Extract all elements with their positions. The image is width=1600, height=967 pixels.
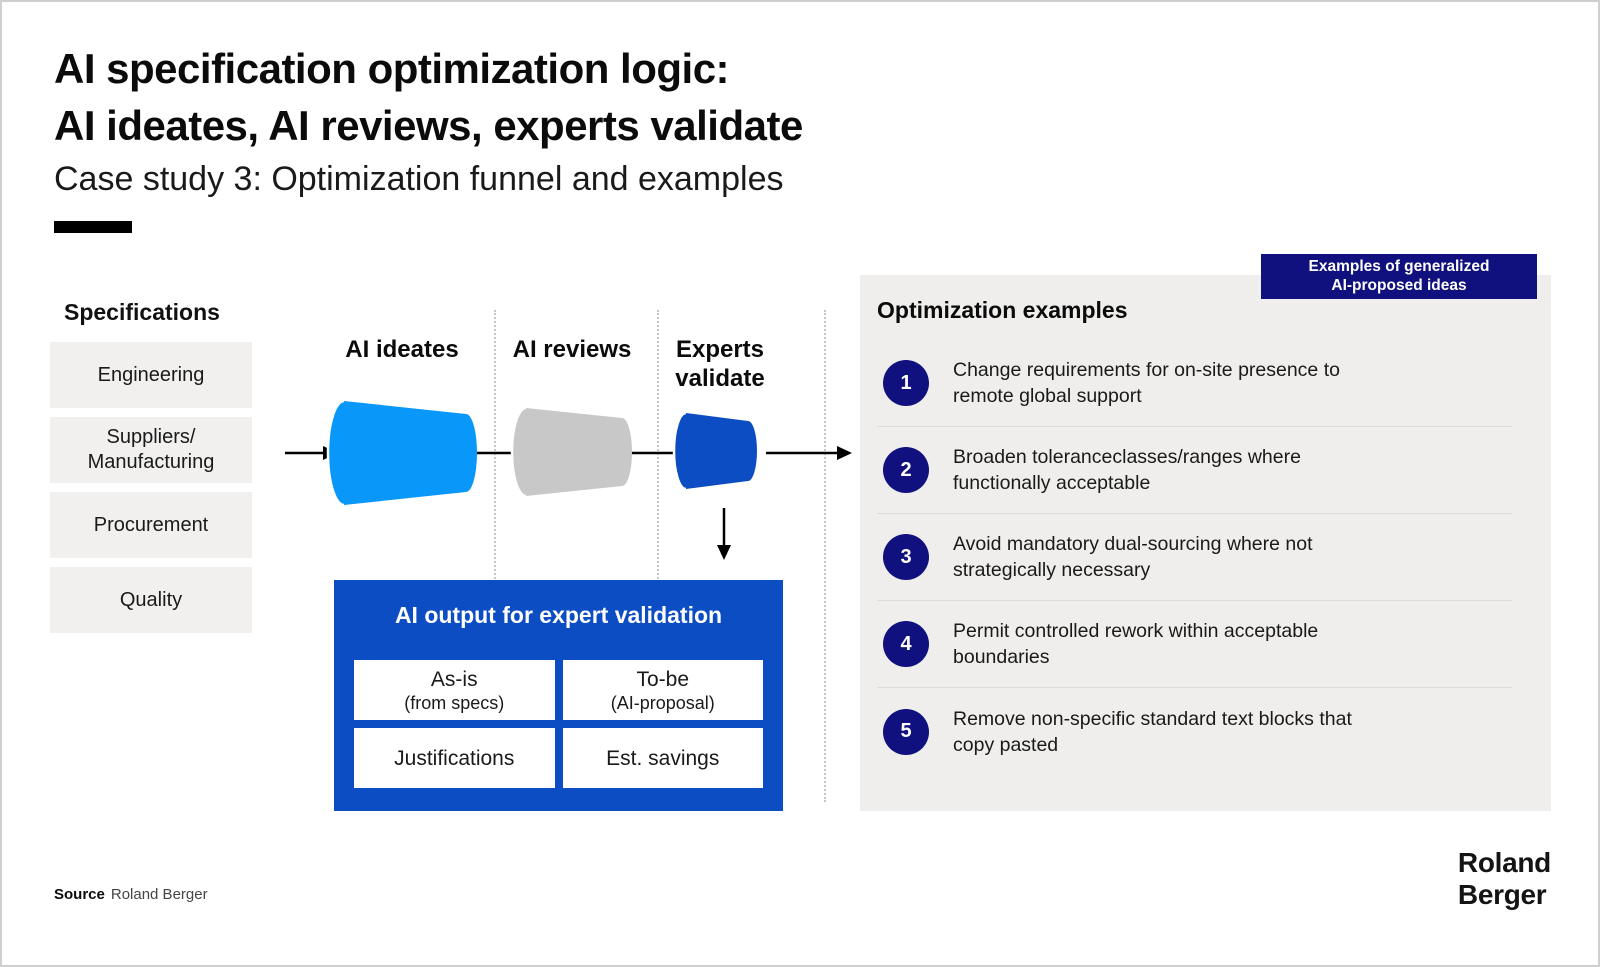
funnel-cone-experts-validate (674, 413, 757, 489)
optimization-examples-list: 1 Change requirements for on-site presen… (877, 340, 1512, 775)
example-text-2: Broaden toleranceclasses/ranges where fu… (953, 446, 1301, 494)
example-item-5: 5 Remove non-specific standard text bloc… (877, 688, 1512, 775)
output-cell-est-savings: Est. savings (562, 728, 763, 788)
title-underline-bar (54, 221, 132, 233)
example-number-badge-5: 5 (883, 708, 929, 755)
roland-berger-logo: Roland Berger (1457, 847, 1551, 910)
output-cell-as-is-subtitle: (from specs) (404, 692, 505, 713)
output-cell-to-be-subtitle: (AI-proposal) (610, 692, 715, 713)
optimization-examples-panel: Optimization examples 1 Change requireme… (860, 275, 1551, 811)
example-item-1: 1 Change requirements for on-site presen… (877, 340, 1512, 427)
output-cell-est-savings-title: Est. savings (606, 746, 720, 770)
dotted-separator-1 (494, 310, 496, 802)
funnel-cone-experts-validate-rim (672, 411, 687, 491)
funnel-stage1-label: AI ideates (345, 336, 459, 363)
spec-box-procurement: Procurement (50, 492, 252, 558)
example-number-badge-4: 4 (883, 621, 929, 667)
output-cell-as-is: As-is (from specs) (354, 660, 555, 720)
flow-arrowheads (323, 446, 852, 560)
example-text-4: Permit controlled rework within acceptab… (953, 620, 1319, 668)
dotted-separator-2 (657, 310, 659, 802)
optimization-examples-heading: Optimization examples (877, 297, 1128, 323)
ai-output-grid: As-is (from specs) To-be (AI-proposal) J… (354, 660, 763, 788)
output-cell-justifications-title: Justifications (394, 746, 515, 770)
specifications-heading: Specifications (64, 299, 220, 325)
ai-output-box-title: AI output for expert validation (394, 602, 723, 628)
source-note: Source Roland Berger (54, 886, 208, 903)
source-label: Source (54, 886, 105, 903)
example-number-badge-3: 3 (883, 534, 929, 580)
specifications-list: Engineering Suppliers/ Manufacturing Pro… (50, 342, 252, 633)
generalized-ideas-badge: Examples of generalized AI-proposed idea… (1261, 254, 1537, 299)
output-cell-justifications: Justifications (354, 728, 555, 788)
funnel-stage3-label: Experts validate (675, 336, 765, 392)
funnel-stage2-label: AI reviews (512, 336, 632, 363)
source-value: Roland Berger (110, 886, 208, 903)
example-number-badge-2: 2 (883, 447, 929, 493)
example-item-2: 2 Broaden toleranceclasses/ranges where … (877, 427, 1512, 514)
page-title-line2: AI ideates, AI reviews, experts validate (54, 102, 803, 149)
spec-box-suppliers-manufacturing: Suppliers/ Manufacturing (50, 417, 252, 483)
example-text-5: Remove non-specific standard text blocks… (953, 707, 1352, 756)
funnel-cone-ai-reviews (512, 408, 632, 496)
example-number-badge-1: 1 (883, 360, 929, 406)
funnel-cone-ai-reviews-rim (510, 406, 527, 498)
example-item-4: 4 Permit controlled rework within accept… (877, 601, 1512, 688)
spec-box-engineering: Engineering (50, 342, 252, 408)
spec-box-quality: Quality (50, 567, 252, 633)
funnel-cone-ai-ideates-rim (326, 399, 345, 507)
example-text-3: Avoid mandatory dual-sourcing where not … (953, 533, 1313, 581)
page-subtitle: Case study 3: Optimization funnel and ex… (54, 160, 784, 198)
page-title-line1: AI specification optimization logic: (54, 45, 730, 92)
flow-arrows (285, 451, 838, 546)
output-cell-to-be: To-be (AI-proposal) (562, 660, 763, 720)
funnel-cone-ai-ideates (328, 401, 477, 505)
example-text-1: Change requirements for on-site presence… (953, 359, 1340, 407)
output-cell-as-is-title: As-is (430, 667, 478, 691)
ai-output-box: AI output for expert validation As-is (f… (334, 580, 783, 811)
page-title: AI specification optimization logic: AI … (54, 40, 803, 154)
output-cell-to-be-title: To-be (636, 667, 690, 691)
dotted-separator-3 (824, 310, 826, 802)
example-item-3: 3 Avoid mandatory dual-sourcing where no… (877, 514, 1512, 601)
